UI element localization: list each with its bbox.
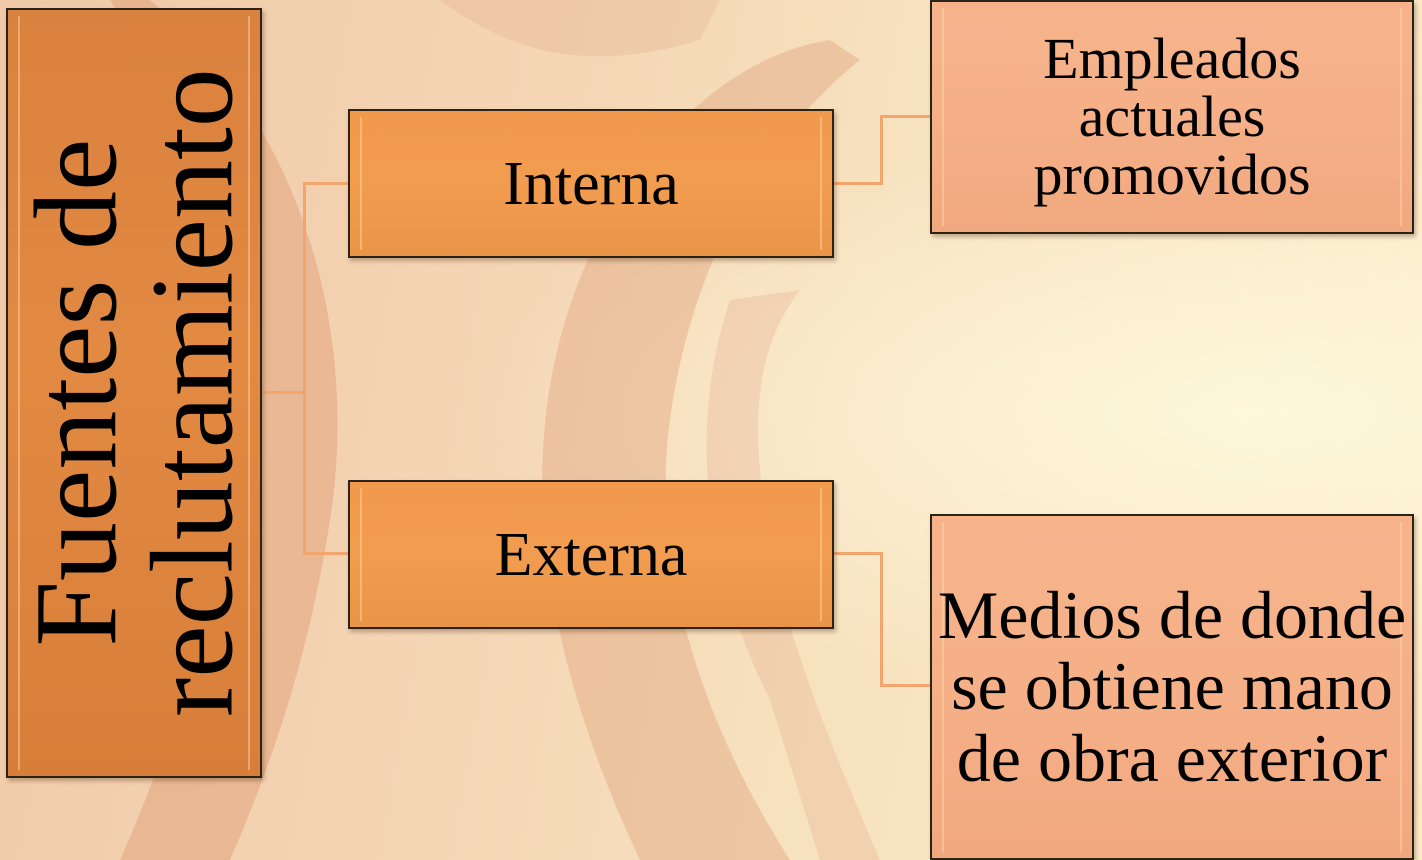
leaf-node-empleados-label: Empleados actuales promovidos [1033,26,1311,207]
connector-interna-stub [834,182,882,185]
connector-to-interna [303,182,348,185]
connector-externa-stub [834,552,882,555]
root-node-label-line: reclutamiento [126,68,257,718]
branch-node-externa: Externa [348,480,834,629]
connector-interna-vertical [880,115,883,185]
background-swoosh-inner [706,290,880,860]
background-swoosh-top [440,0,720,57]
branch-node-interna: Interna [348,109,834,258]
connector-externa-vertical [880,552,883,686]
connector-branch-vertical [303,182,306,554]
root-node-label-line: Fuentes de [10,139,142,647]
connector-root-stub [262,391,304,394]
connector-to-empleados [880,115,930,118]
leaf-node-medios: Medios de donde se obtiene mano de obra … [930,514,1414,860]
leaf-node-medios-label: Medios de donde se obtiene mano de obra … [937,576,1407,796]
connector-to-medios [880,684,930,687]
connector-to-externa [303,552,348,555]
branch-node-interna-label: Interna [503,149,679,218]
leaf-node-empleados: Empleados actuales promovidos [930,0,1414,234]
branch-node-externa-label: Externa [494,520,688,589]
